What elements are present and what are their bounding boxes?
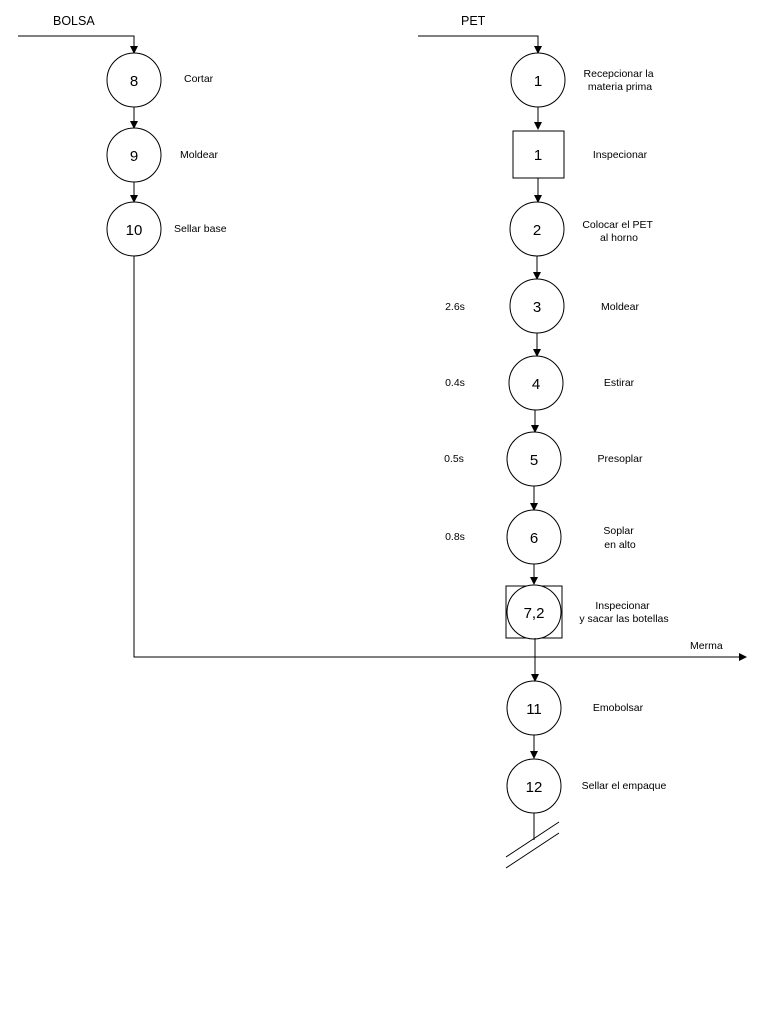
- operation-2: 2: [509, 201, 565, 257]
- operation-9-label: Moldear: [180, 149, 218, 161]
- operation-6-time: 0.8s: [445, 531, 465, 543]
- operation-4-label: Estirar: [604, 377, 635, 389]
- bolsa-input-line: [18, 35, 138, 54]
- operation-11: 11: [506, 680, 562, 736]
- operation-1-number: 1: [534, 73, 542, 90]
- inspection-1-label: Inspecionar: [593, 149, 648, 161]
- operation-3-time: 2.6s: [445, 301, 465, 313]
- operation-5: 5: [506, 431, 562, 487]
- operation-9: 9: [106, 127, 162, 183]
- operation-1-label: Recepcionar la materia prima: [584, 68, 657, 93]
- operation-3-label: Moldear: [601, 301, 639, 313]
- operation-5-time: 0.5s: [444, 453, 464, 465]
- header-pet: PET: [461, 14, 486, 28]
- operation-8-number: 8: [130, 73, 138, 90]
- operation-10-number: 10: [126, 222, 143, 239]
- operation-11-label: Emobolsar: [593, 702, 644, 714]
- operation-11-number: 11: [526, 701, 542, 718]
- combined-activity-7-2-number: 7,2: [524, 605, 545, 622]
- combined-activity-7-2-label: Inspecionar y sacar las botellas: [579, 600, 668, 625]
- operation-2-label: Colocar el PET al horno: [582, 219, 655, 244]
- pet-input-line: [418, 35, 542, 54]
- operation-3-number: 3: [533, 299, 541, 316]
- operation-12-number: 12: [526, 779, 543, 796]
- operation-10: 10: [106, 201, 162, 257]
- operation-5-number: 5: [530, 452, 538, 469]
- end-storage-symbol: [505, 813, 560, 869]
- operation-2-number: 2: [533, 222, 541, 239]
- operation-12-label: Sellar el empaque: [582, 780, 667, 792]
- operation-9-number: 9: [130, 148, 138, 165]
- operation-5-label: Presoplar: [598, 453, 643, 465]
- operation-1: 1: [510, 52, 566, 108]
- merma-label: Merma: [690, 640, 723, 652]
- operation-3: 3: [509, 278, 565, 334]
- operation-10-label: Sellar base: [174, 223, 227, 235]
- operation-12: 12: [506, 758, 562, 814]
- operation-8-label: Cortar: [184, 73, 214, 85]
- operation-6: 6: [506, 509, 562, 565]
- inspection-1-number: 1: [534, 147, 542, 164]
- header-bolsa: BOLSA: [53, 14, 95, 28]
- operation-6-number: 6: [530, 530, 538, 547]
- operation-8: 8: [106, 52, 162, 108]
- combined-activity-7-2: 7,2: [505, 584, 563, 640]
- operation-4: 4: [508, 355, 564, 411]
- operation-4-number: 4: [532, 376, 540, 393]
- operation-6-label: Soplar en alto: [603, 525, 636, 551]
- bolsa-merge-line: [133, 256, 747, 661]
- inspection-1: 1: [512, 130, 565, 179]
- operation-4-time: 0.4s: [445, 377, 465, 389]
